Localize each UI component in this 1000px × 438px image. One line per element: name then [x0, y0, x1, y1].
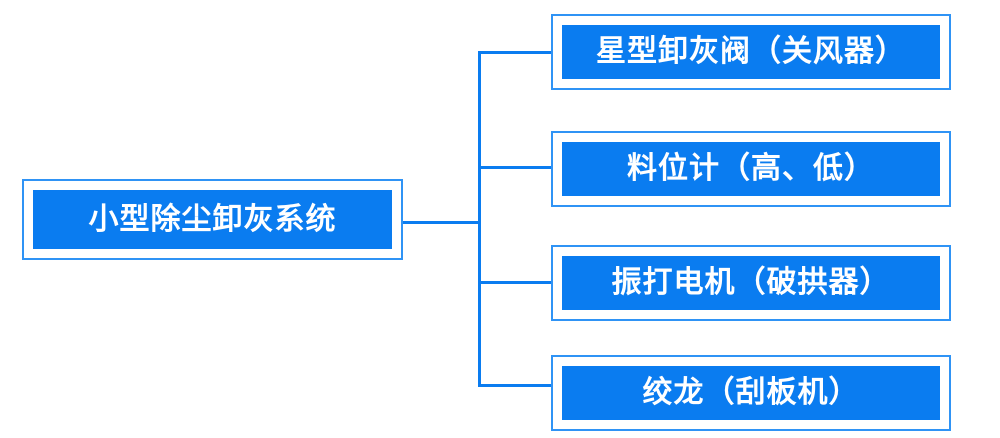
node-child-2[interactable]: 振打电机（破拱器）	[551, 245, 951, 321]
node-child-3-fill: 绞龙（刮板机）	[562, 366, 940, 420]
node-child-0-fill: 星型卸灰阀（关风器）	[562, 25, 940, 79]
connector-branch-0	[478, 51, 553, 54]
node-child-2-label: 振打电机（破拱器）	[611, 266, 891, 299]
node-child-3[interactable]: 绞龙（刮板机）	[551, 355, 951, 431]
connector-branch-1	[478, 166, 553, 169]
connector-branch-3	[478, 384, 553, 387]
node-root[interactable]: 小型除尘卸灰系统	[22, 179, 403, 260]
node-child-1[interactable]: 料位计（高、低）	[551, 131, 951, 207]
node-child-1-label: 料位计（高、低）	[627, 152, 875, 185]
node-child-0[interactable]: 星型卸灰阀（关风器）	[551, 14, 951, 90]
node-child-2-fill: 振打电机（破拱器）	[562, 256, 940, 310]
connector-branch-2	[478, 281, 553, 284]
node-child-0-label: 星型卸灰阀（关风器）	[596, 35, 906, 68]
node-child-1-fill: 料位计（高、低）	[562, 142, 940, 196]
node-child-3-label: 绞龙（刮板机）	[642, 376, 860, 409]
node-root-label: 小型除尘卸灰系统	[88, 202, 337, 236]
connector-root-stub	[392, 221, 481, 224]
node-root-fill: 小型除尘卸灰系统	[33, 190, 392, 249]
connector-trunk	[478, 52, 481, 385]
